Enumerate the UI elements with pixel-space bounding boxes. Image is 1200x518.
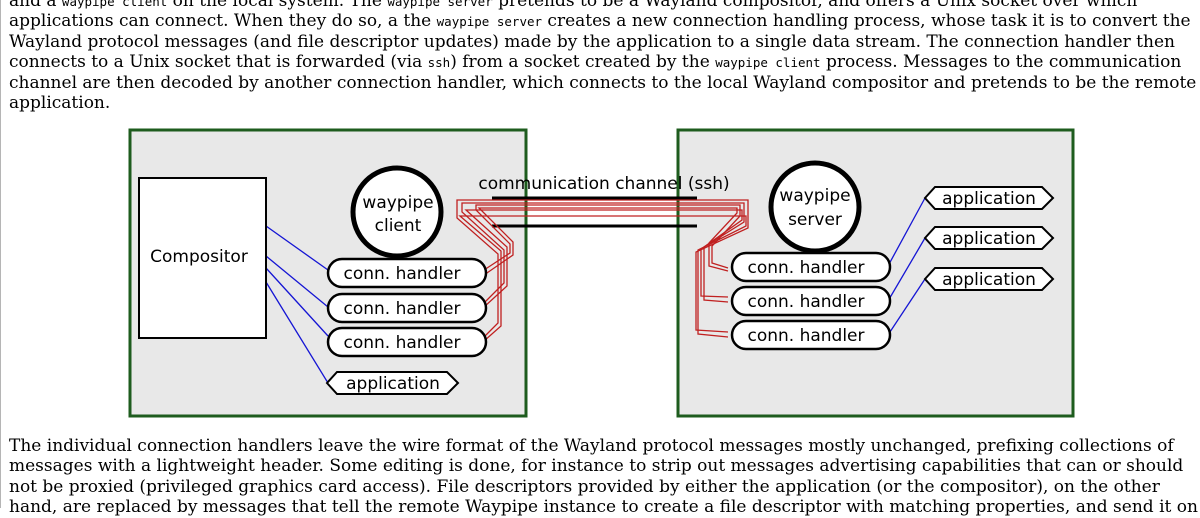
red-channel-links bbox=[456, 199, 749, 342]
server-handler-2-label: conn. handler bbox=[747, 292, 864, 312]
remote-application-3-label: application bbox=[942, 270, 1036, 290]
text-run: hand, are replaced by messages that tell… bbox=[9, 497, 1198, 518]
closing-paragraph: The individual connection handlers leave… bbox=[9, 436, 1198, 518]
waypipe-client-label-line2: client bbox=[375, 216, 422, 236]
closing_paragraph-line: messages with a lightweight header. Some… bbox=[9, 456, 1189, 476]
text-run: pretends to be a Wayland compositor, and… bbox=[492, 0, 1138, 11]
blue-application-links bbox=[887, 197, 926, 336]
server-handler-1-label: conn. handler bbox=[747, 258, 864, 278]
closing_paragraph-line: not be proxied (privileged graphics card… bbox=[9, 477, 1189, 497]
intro_paragraph-line: connects to a Unix socket that is forwar… bbox=[9, 52, 1189, 72]
waypipe-client-label-line1: waypipe bbox=[362, 193, 433, 213]
intro_paragraph-line: application. bbox=[9, 93, 1189, 113]
channel-label: communication channel (ssh) bbox=[478, 174, 729, 194]
compositor-box bbox=[138, 177, 267, 339]
client-handler-1: conn. handler bbox=[326, 257, 488, 289]
text-run: creates a new connection handling proces… bbox=[542, 11, 1191, 32]
text-run: The individual connection handlers leave… bbox=[9, 436, 1174, 456]
text-run: process. Messages to the communication bbox=[820, 52, 1182, 73]
client-handler-3: conn. handler bbox=[326, 326, 488, 358]
intro_paragraph-line: and a waypipe client on the local system… bbox=[9, 0, 1189, 11]
remote-application-1: application bbox=[923, 186, 1055, 210]
intro_paragraph-line: Wayland protocol messages (and file desc… bbox=[9, 32, 1189, 52]
channel-lines bbox=[492, 196, 697, 228]
text-run: applications can connect. When they do s… bbox=[9, 11, 437, 32]
local-application: application bbox=[325, 371, 460, 395]
page-left-border bbox=[0, 0, 1, 508]
waypipe-server-node bbox=[768, 160, 862, 254]
remote-application-2-label: application bbox=[942, 229, 1036, 249]
server-handler-2: conn. handler bbox=[730, 285, 892, 317]
intro-paragraph: and a waypipe client on the local system… bbox=[9, 0, 1196, 113]
client-handler-2-label: conn. handler bbox=[343, 299, 460, 319]
waypipe-server-label-line1: waypipe bbox=[779, 186, 850, 206]
inline-code: waypipe client bbox=[715, 55, 821, 71]
intro_paragraph-line: channel are then decoded by another conn… bbox=[9, 73, 1196, 93]
client-handler-2: conn. handler bbox=[326, 292, 488, 324]
inline-code: ssh bbox=[427, 55, 451, 71]
server-handler-1: conn. handler bbox=[730, 251, 892, 283]
remote-application-3: application bbox=[923, 267, 1055, 291]
inline-code: waypipe server bbox=[436, 14, 543, 30]
compositor-label: Compositor bbox=[150, 247, 248, 267]
remote-application-2: application bbox=[923, 226, 1055, 250]
client-handler-1-label: conn. handler bbox=[343, 264, 460, 284]
intro_paragraph-line: applications can connect. When they do s… bbox=[9, 11, 1191, 32]
text-run: not be proxied (privileged graphics card… bbox=[9, 476, 1160, 497]
inline-code: waypipe client bbox=[61, 0, 168, 9]
local-application-label: application bbox=[346, 374, 440, 394]
server-handler-3-label: conn. handler bbox=[747, 326, 864, 346]
text-run: application. bbox=[9, 92, 111, 113]
closing_paragraph-line: The individual connection handlers leave… bbox=[9, 436, 1189, 456]
waypipe-server-label-line2: server bbox=[788, 210, 842, 230]
inline-code: waypipe server bbox=[387, 0, 493, 9]
text-run: on the local system. The bbox=[167, 0, 388, 11]
blue-compositor-links bbox=[265, 225, 329, 384]
waypipe-client-node bbox=[350, 165, 444, 259]
text-run: Wayland protocol messages (and file desc… bbox=[9, 31, 1175, 52]
text-run: messages with a lightweight header. Some… bbox=[9, 456, 1184, 477]
remote-application-1-label: application bbox=[942, 189, 1036, 209]
text-run: channel are then decoded by another conn… bbox=[9, 72, 1197, 93]
text-run: and a bbox=[9, 0, 62, 11]
closing_paragraph-line: hand, are replaced by messages that tell… bbox=[9, 497, 1198, 517]
text-run: ) from a socket created by the bbox=[450, 52, 716, 73]
text-run: connects to a Unix socket that is forwar… bbox=[9, 52, 428, 73]
server-handler-3: conn. handler bbox=[730, 319, 892, 351]
client-handler-3-label: conn. handler bbox=[343, 333, 460, 353]
